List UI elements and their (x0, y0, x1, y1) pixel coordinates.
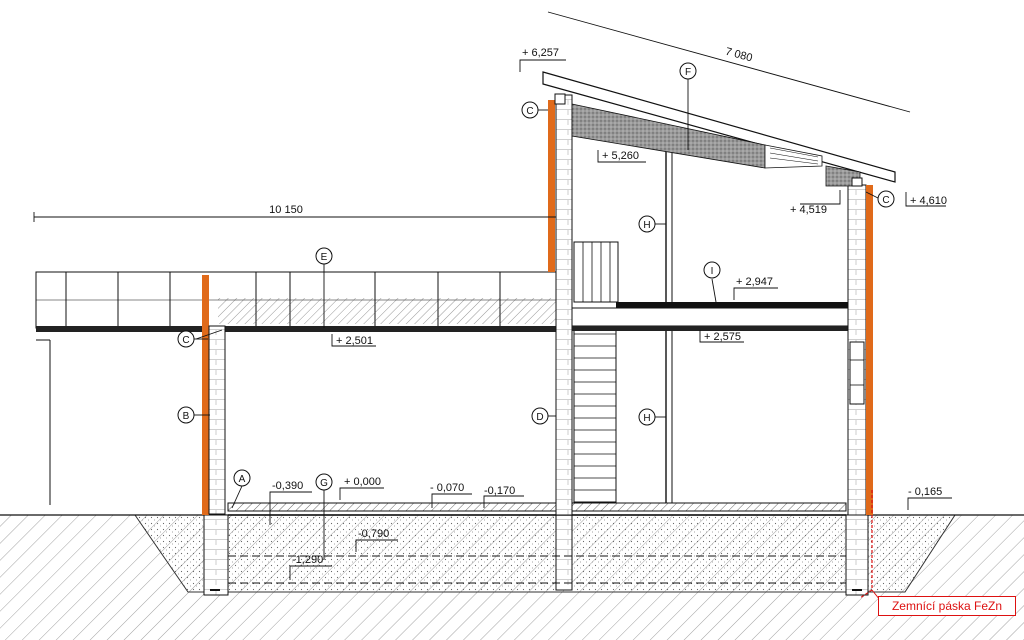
level-ceiling-two-story: + 2,575 (704, 331, 741, 343)
roof (542, 71, 896, 187)
svg-text:I: I (711, 266, 714, 277)
svg-text:H: H (643, 413, 650, 424)
dimension-overall-width: 10 150 (33, 204, 557, 222)
marker-c-top: C (521, 101, 539, 119)
level-eave-upper: + 4,610 (910, 195, 947, 207)
level-ridge: + 6,257 (522, 47, 559, 59)
level-found-mid: -0,790 (358, 528, 389, 540)
svg-text:C: C (882, 195, 889, 206)
marker-i: I (703, 261, 721, 279)
svg-text:A: A (239, 474, 246, 485)
marker-d: D (531, 407, 549, 425)
level-ceiling-one-story: + 2,501 (336, 335, 373, 347)
marker-g: G (315, 473, 333, 491)
level-found-bottom: -1,290 (292, 554, 323, 566)
svg-text:F: F (685, 67, 691, 78)
floor-slab (227, 502, 847, 516)
marker-c-left: C (177, 330, 195, 348)
svg-text:H: H (643, 220, 650, 231)
central-wall (555, 94, 573, 516)
svg-text:C: C (526, 106, 533, 117)
marker-f: F (679, 62, 697, 80)
terrain (0, 514, 1024, 640)
two-storey-part (571, 148, 873, 516)
marker-leaders (194, 79, 879, 560)
marker-b: B (177, 406, 195, 424)
level-floor-zero: + 0,000 (344, 476, 381, 488)
central-core (548, 94, 619, 516)
svg-text:D: D (536, 412, 543, 423)
level-eave-lower: + 4,519 (790, 204, 827, 216)
marker-h-upper: H (638, 215, 656, 233)
svg-text:B: B (183, 411, 190, 422)
left-insulation (202, 275, 209, 515)
marker-a: A (233, 469, 251, 487)
marker-e: E (315, 247, 333, 265)
marker-c-right: C (877, 190, 895, 208)
upper-floor-slab (616, 302, 848, 310)
left-wall (208, 325, 226, 515)
level-roof-underside: + 5,260 (602, 150, 639, 162)
stair-railing (573, 241, 619, 303)
upper-left-insulation (548, 100, 555, 272)
marker-h-lower: H (638, 408, 656, 426)
svg-text:E: E (321, 252, 328, 263)
left-wing (35, 271, 557, 515)
staircase (573, 321, 617, 503)
svg-text:G: G (320, 478, 328, 489)
svg-text:C: C (182, 335, 189, 346)
level-floor-step: - 0,070 (430, 482, 464, 494)
right-window (849, 341, 865, 405)
level-leaders (269, 59, 952, 580)
grounding-tape-label: Zemnící páska FeZn (878, 596, 1016, 616)
level-found-top: -0,390 (272, 480, 303, 492)
level-floor-upper: + 2,947 (736, 276, 773, 288)
level-terrain: - 0,165 (908, 486, 942, 498)
dimension-overall-width-text: 10 150 (269, 204, 303, 216)
right-insulation (866, 185, 873, 515)
level-floor-low: -0,170 (484, 485, 515, 497)
